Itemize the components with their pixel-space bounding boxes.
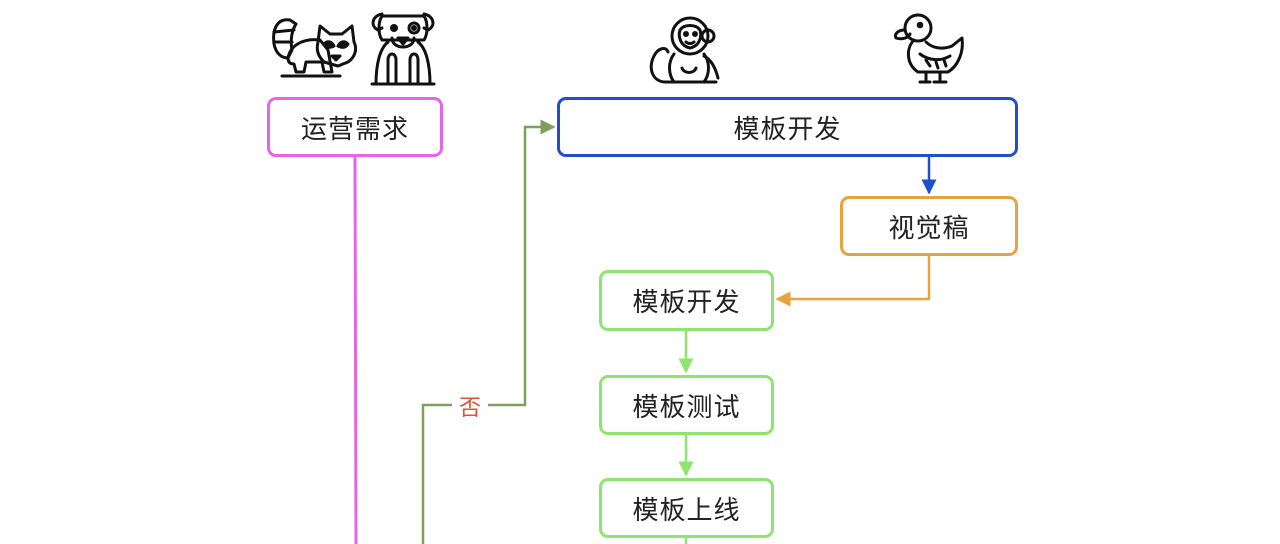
ops-connector [353,156,358,544]
duck-icon [894,13,964,84]
dog-icon [370,12,436,86]
no-edge-label: 否 [452,391,488,421]
template-dev-top-node: 模板开发 [557,97,1018,157]
monkey-icon [649,16,720,84]
template-online-node: 模板上线 [599,478,774,538]
feedback-no-arrow [421,119,556,544]
ops-request-node: 运营需求 [267,97,443,157]
visual-to-dev-arrow [775,256,931,307]
visual-draft-node: 视觉稿 [840,196,1018,256]
template-test-node: 模板测试 [599,375,774,435]
template-dev-node: 模板开发 [599,270,774,331]
raccoon-icon [272,18,358,78]
